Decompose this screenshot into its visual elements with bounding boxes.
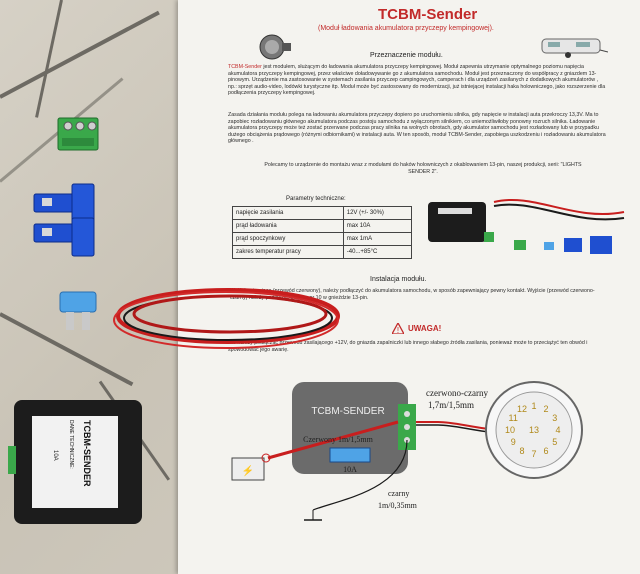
warning-text: Nie należy podłączać przewodu zasilające…	[228, 340, 588, 353]
socket-pin-label: 3	[552, 413, 557, 423]
sheet-title: TCBM-Sender	[378, 6, 478, 23]
wiring-diagram: TCBM-SENDER 10A Czerwony 1m/1,5mm ⚡ czer…	[231, 381, 583, 521]
black-wire-graphic	[312, 439, 408, 511]
socket-pin-label: 1	[531, 401, 536, 411]
table-row: zakres temperatur pracy-40...+85°C	[232, 245, 413, 259]
caravan-illustration	[541, 38, 608, 58]
warning-icon: !	[392, 323, 404, 334]
spec-value: -40...+85°C	[342, 245, 413, 259]
warning-title: UWAGA!	[408, 324, 442, 333]
intro-text: jest modułem, służącym do ładowania akum…	[228, 64, 606, 97]
tile-grout	[35, 0, 63, 118]
socket-pin-label: 13	[529, 425, 539, 435]
module-box-rating: 10A	[52, 450, 58, 461]
instruction-sheet: TCBM-Sender (Moduł ładowania akumulatora…	[178, 0, 640, 574]
diagram-fuse-label: 10A	[343, 465, 357, 474]
socket-pin-label: 11	[509, 413, 518, 423]
spec-value: max 10A	[342, 219, 413, 233]
module-label-sticker: TCBM-SENDER DANE TECHNICZNE: 10A	[32, 416, 118, 508]
socket-pin-label: 2	[543, 404, 548, 414]
diagram-black-spec: 1m/0,35mm	[378, 501, 418, 510]
module-graphic	[292, 382, 408, 474]
svg-text:!: !	[397, 326, 399, 334]
socket-pin-label: 7	[531, 449, 536, 459]
diagram-redblack-label: czerwono-czarny	[426, 388, 488, 398]
principle-paragraph: Zasada działania modułu polega na ładowa…	[228, 112, 606, 145]
plug-illustration	[259, 34, 291, 60]
intro-paragraph: TCBM-Sender jest modułem, służącym do ła…	[228, 64, 608, 97]
socket-pin-label: 6	[543, 446, 548, 456]
spec-value: 12V (+/- 30%)	[342, 206, 413, 220]
spec-heading: Parametry techniczne:	[286, 196, 346, 202]
recommend-paragraph: Polecamy to urządzenie do montażu wraz z…	[264, 162, 582, 175]
battery-graphic	[231, 457, 265, 481]
coiled-cable	[113, 288, 340, 349]
blade-fuse	[59, 291, 97, 330]
diagram-red-wire-label: Czerwony 1m/1,5mm	[303, 435, 374, 444]
product-photo	[428, 198, 625, 254]
spec-param: zakres temperatur pracy	[232, 245, 344, 259]
module-box: TCBM-SENDER DANE TECHNICZNE: 10A	[8, 400, 142, 524]
intro-lead: TCBM-Sender	[228, 64, 262, 70]
diagram-redblack-spec: 1,7m/1,5mm	[428, 400, 474, 410]
module-terminal	[8, 446, 16, 474]
fuse-graphic	[329, 447, 371, 463]
spec-param: napięcie zasilania	[232, 206, 344, 220]
diagram-black-label: czarny	[388, 489, 409, 498]
spec-param: prąd spoczynkowy	[232, 232, 344, 246]
purpose-heading: Przeznaczenie modułu.	[370, 52, 443, 59]
module-box-tech: DANE TECHNICZNE:	[68, 420, 74, 469]
socket-pin-label: 5	[552, 437, 557, 447]
green-terminal-block	[57, 117, 99, 151]
svg-text:⚡: ⚡	[242, 464, 254, 477]
tile-grout	[0, 10, 160, 99]
install-heading: Instalacja modułu.	[370, 276, 427, 283]
socket-pin-label: 12	[517, 404, 527, 414]
socket-pin-label: 8	[519, 446, 524, 456]
spec-value: max 1mA	[342, 232, 413, 246]
socket-pin-label: 9	[511, 437, 516, 447]
spec-param: prąd ładowania	[232, 219, 344, 233]
blue-splice-connectors	[33, 183, 95, 257]
diagram-module-label: TCBM-SENDER	[311, 406, 384, 417]
module-box-label: TCBM-SENDER	[82, 420, 92, 487]
red-wire-graphic	[267, 420, 399, 460]
sheet-subtitle: (Moduł ładowania akumulatora przyczepy k…	[318, 25, 494, 32]
socket-pin-label: 4	[555, 425, 560, 435]
socket-pin-label: 10	[505, 425, 515, 435]
